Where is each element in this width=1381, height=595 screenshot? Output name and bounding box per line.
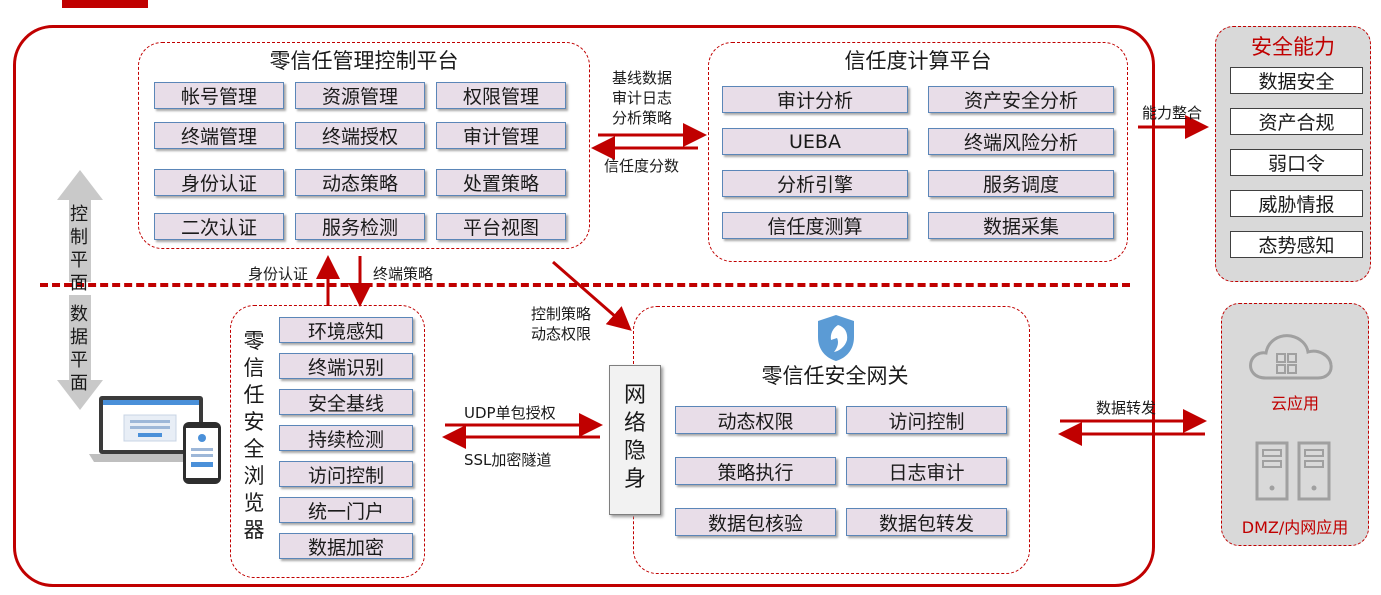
mgmt-feature-item: 帐号管理 [154, 82, 284, 109]
mgmt-feature-item: 终端管理 [154, 122, 284, 149]
security-capability-item: 态势感知 [1230, 231, 1363, 258]
browser-feature-item: 持续检测 [279, 425, 413, 451]
browser-feature-item: 安全基线 [279, 389, 413, 415]
dmz-app-label: DMZ/内网应用 [1241, 518, 1349, 537]
plane-separator [40, 283, 1130, 287]
security-capability-item: 数据安全 [1230, 67, 1363, 94]
mgmt-feature-item: 处置策略 [436, 169, 566, 196]
security-capability-item: 弱口令 [1230, 149, 1363, 176]
udp-label: UDP单包授权 [464, 404, 556, 422]
identity-auth-label: 身份认证 [248, 265, 309, 283]
gateway-feature-item: 日志审计 [846, 457, 1007, 485]
mgmt-feature-item: 服务检测 [295, 213, 425, 240]
capability-label: 能力整合 [1142, 104, 1203, 122]
trust-to-mgmt-label: 信任度分数 [604, 157, 680, 175]
security-capability-item: 威胁情报 [1230, 190, 1363, 217]
trust-feature-item: 审计分析 [722, 86, 908, 113]
header-tab [62, 0, 148, 8]
terminal-policy-label: 终端策略 [373, 265, 434, 283]
security-capability-item: 资产合规 [1230, 108, 1363, 135]
mgmt-feature-item: 审计管理 [436, 122, 566, 149]
mgmt-to-trust-label: 基线数据 审计日志 分析策略 [612, 69, 673, 127]
cloud-app-label: 云应用 [1270, 394, 1319, 413]
browser-feature-item: 终端识别 [279, 353, 413, 379]
trust-feature-item: 终端风险分析 [928, 128, 1114, 155]
main-frame [13, 25, 1155, 587]
ssl-label: SSL加密隧道 [464, 451, 552, 469]
gateway-feature-item: 策略执行 [675, 457, 836, 485]
shield-icon [818, 315, 854, 361]
data-plane-arrow [57, 295, 103, 410]
mgmt-platform-title: 零信任管理控制平台 [269, 49, 459, 73]
apps-panel [1221, 303, 1369, 546]
mgmt-feature-item: 平台视图 [436, 213, 566, 240]
gateway-feature-item: 数据包转发 [846, 508, 1007, 536]
browser-feature-item: 访问控制 [279, 461, 413, 487]
control-policy-label: 控制策略 动态权限 [531, 305, 592, 343]
trust-platform-title: 信任度计算平台 [844, 49, 992, 73]
laptop-icon [89, 396, 213, 462]
browser-title: 零信任安全浏览器 [243, 329, 265, 542]
control-policy-arrow [552, 260, 632, 331]
trust-feature-item: 资产安全分析 [928, 86, 1114, 113]
network-stealth-label: 网络隐身 [623, 383, 646, 492]
trust-feature-item: 信任度测算 [722, 212, 908, 239]
trust-feature-item: 分析引擎 [722, 170, 908, 197]
mgmt-feature-item: 动态策略 [295, 169, 425, 196]
cloud-icon [1249, 334, 1333, 380]
trust-feature-item: 服务调度 [928, 170, 1114, 197]
control-plane-arrow [57, 170, 103, 282]
gateway-feature-item: 数据包核验 [675, 508, 836, 536]
security-capability-title: 安全能力 [1251, 35, 1335, 59]
network-stealth-box [609, 365, 661, 515]
browser-feature-item: 统一门户 [279, 497, 413, 523]
gateway-title: 零信任安全网关 [761, 364, 909, 388]
mgmt-feature-item: 资源管理 [295, 82, 425, 109]
server-icon [1255, 441, 1331, 501]
trust-feature-item: 数据采集 [928, 212, 1114, 239]
gateway-feature-item: 访问控制 [846, 406, 1007, 434]
browser-feature-item: 数据加密 [279, 533, 413, 559]
control-plane-label: 控制平面 [70, 204, 88, 294]
mgmt-feature-item: 终端授权 [295, 122, 425, 149]
mgmt-feature-item: 二次认证 [154, 213, 284, 240]
mgmt-feature-item: 身份认证 [154, 169, 284, 196]
browser-feature-item: 环境感知 [279, 317, 413, 343]
phone-icon [183, 422, 221, 484]
plane-arrows [57, 170, 103, 410]
data-forward-label: 数据转发 [1096, 399, 1157, 417]
data-plane-label: 数据平面 [70, 304, 88, 394]
trust-feature-item: UEBA [722, 128, 908, 155]
mgmt-feature-item: 权限管理 [436, 82, 566, 109]
gateway-feature-item: 动态权限 [675, 406, 836, 434]
